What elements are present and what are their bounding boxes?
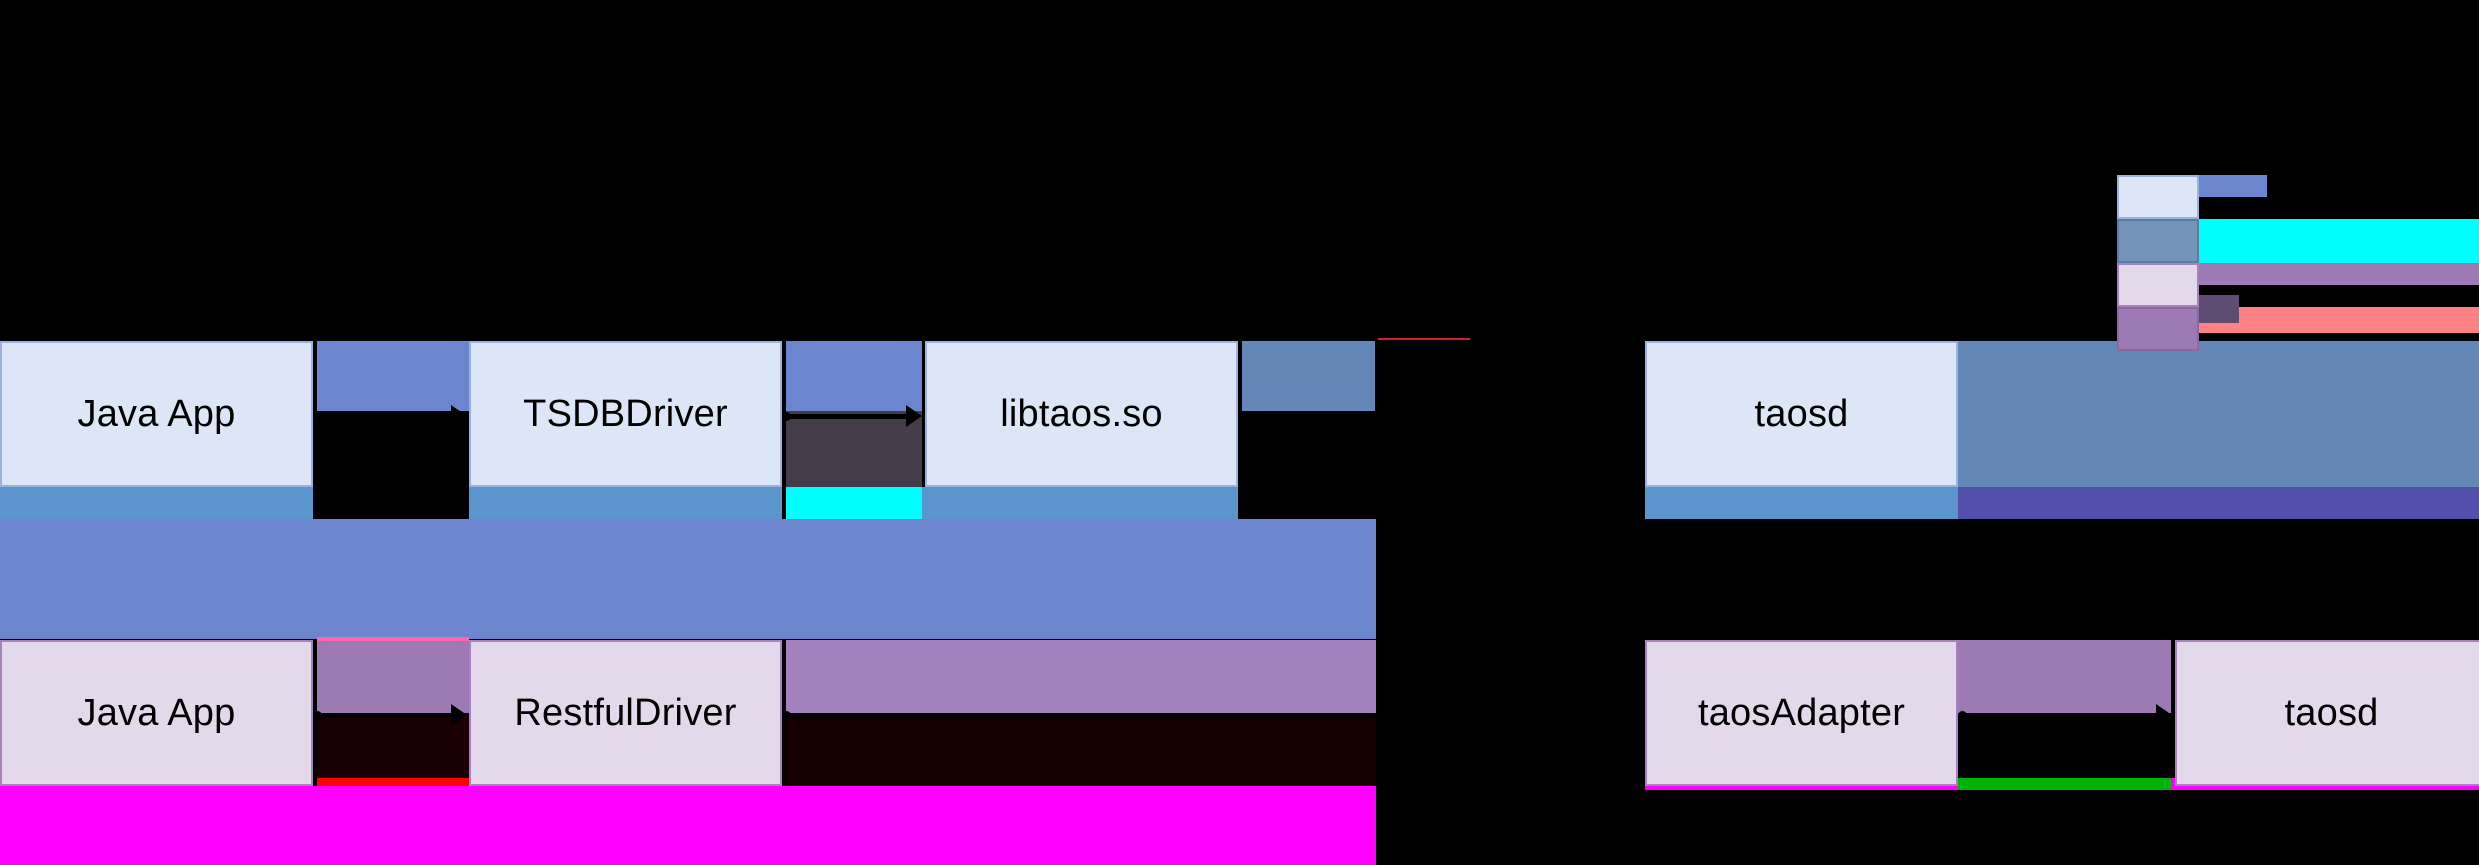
overlay-band-b-deepdark-1 bbox=[317, 713, 469, 786]
node-label: taosd bbox=[1754, 393, 1849, 435]
node-label: Java App bbox=[77, 393, 236, 435]
legend-swatch-legend-native-box bbox=[2117, 175, 2199, 219]
overlay-band-b-steel-strip2 bbox=[469, 487, 782, 519]
overlay-band-b-indigo-right bbox=[1958, 487, 2479, 519]
overlay-band-b-green-tick bbox=[1958, 778, 2171, 790]
overlay-band-b-steel-strip1 bbox=[0, 487, 313, 519]
overlay-band-b-steel-strip3 bbox=[922, 487, 1238, 519]
arrow-head-icon bbox=[1626, 704, 1642, 726]
overlay-band-b-purple-3 bbox=[1958, 640, 2171, 713]
overlay-band-b-redline-top bbox=[1378, 338, 1470, 340]
node-label: taosd bbox=[2284, 692, 2379, 734]
node-taosd-native[interactable]: taosd bbox=[1645, 341, 1958, 487]
node-libtaos-so[interactable]: libtaos.so bbox=[925, 341, 1238, 487]
connector-shaft bbox=[786, 713, 1626, 718]
overlay-band-b-steel-right bbox=[1958, 341, 2479, 487]
overlay-band-b-purple-2 bbox=[786, 640, 1376, 713]
node-label: libtaos.so bbox=[1000, 393, 1163, 435]
node-java-app-native[interactable]: Java App bbox=[0, 341, 313, 487]
overlay-band-b-pinkline bbox=[317, 637, 469, 641]
legend-swatch-legend-rest-box bbox=[2117, 263, 2199, 307]
legend-bar-legend-rest-box bbox=[2199, 263, 2479, 285]
legend-bar-legend-rest-proc bbox=[2199, 307, 2479, 333]
arrow-head-icon bbox=[451, 704, 467, 726]
arrow-head-icon bbox=[1626, 405, 1642, 427]
overlay-band-b-blue-top3 bbox=[1242, 341, 1375, 411]
connector-shaft bbox=[786, 414, 906, 419]
overlay-band-b-big-blue bbox=[0, 519, 1376, 639]
overlay-band-b-blue-top2 bbox=[786, 341, 922, 411]
node-restful-driver[interactable]: RestfulDriver bbox=[469, 640, 782, 786]
connector-shaft bbox=[317, 713, 451, 718]
overlay-band-b-blue-top bbox=[317, 341, 469, 411]
overlay-band-b-cyan bbox=[786, 487, 922, 519]
node-label: taosAdapter bbox=[1697, 692, 1906, 734]
connector-shaft bbox=[1962, 713, 2156, 718]
node-java-app-rest[interactable]: Java App bbox=[0, 640, 313, 786]
node-label: TSDBDriver bbox=[523, 393, 728, 435]
arrow-head-icon bbox=[906, 405, 922, 427]
legend-darkpurple-bar bbox=[2199, 295, 2239, 323]
node-label: Java App bbox=[77, 692, 236, 734]
connector-shaft bbox=[317, 414, 451, 419]
legend-bar-legend-native-box bbox=[2199, 175, 2267, 197]
connector-shaft bbox=[1242, 414, 1626, 419]
overlay-band-b-purple-1 bbox=[317, 640, 469, 713]
node-tsdb-driver[interactable]: TSDBDriver bbox=[469, 341, 782, 487]
legend-swatch-legend-native-proc bbox=[2117, 219, 2199, 263]
overlay-band-b-steel-taosd bbox=[1645, 487, 1958, 519]
overlay-band-b-magenta-1 bbox=[0, 786, 1376, 865]
legend-bar-legend-native-proc bbox=[2199, 219, 2479, 263]
node-taosd-rest[interactable]: taosd bbox=[2175, 640, 2479, 786]
arrow-head-icon bbox=[2156, 704, 2172, 726]
node-label: RestfulDriver bbox=[514, 692, 737, 734]
arrow-head-icon bbox=[451, 405, 467, 427]
node-taos-adapter[interactable]: taosAdapter bbox=[1645, 640, 1958, 786]
overlay-band-b-deepdark-2 bbox=[786, 713, 1376, 786]
overlay-band-b-dark-slate bbox=[786, 411, 922, 487]
